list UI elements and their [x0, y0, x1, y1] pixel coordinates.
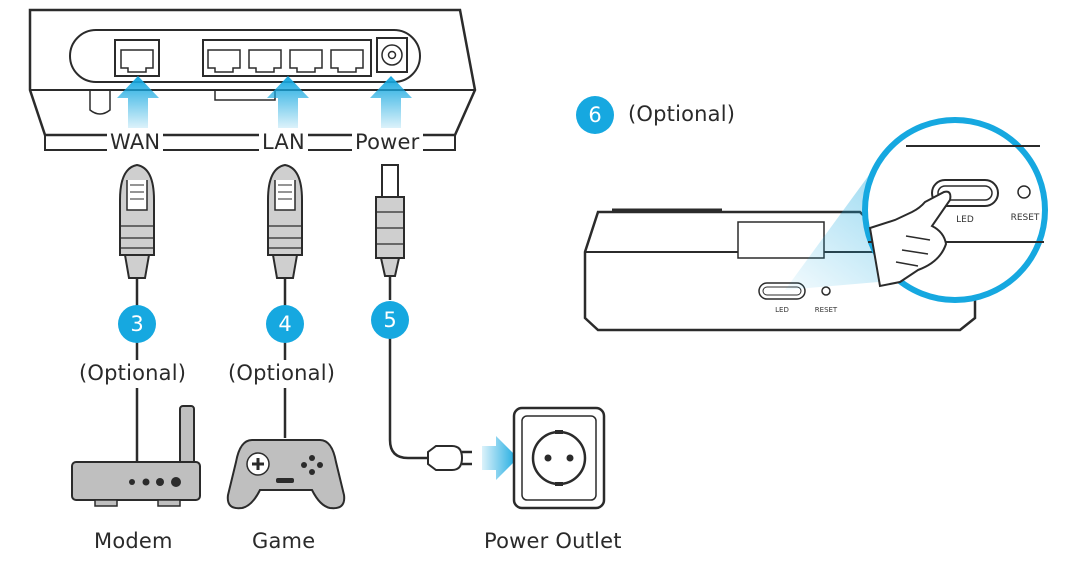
step-4-badge: 4: [266, 305, 304, 343]
modem-icon: [71, 405, 201, 507]
power-outlet-label: Power Outlet: [484, 529, 622, 553]
insert-arrows: [117, 76, 412, 128]
lan-cable: [267, 163, 303, 438]
game-controller-icon: [226, 439, 346, 510]
power-cable: [375, 164, 428, 460]
reset-label-zoom: RESET: [1011, 213, 1040, 223]
step-4-optional: (Optional): [228, 361, 336, 385]
wan-cable: [119, 163, 155, 462]
hand-icon: [868, 190, 952, 288]
step-6-optional: (Optional): [628, 102, 736, 126]
lan-label: LAN: [259, 130, 308, 154]
wan-label: WAN: [107, 130, 164, 154]
power-plug: [427, 436, 518, 480]
lan-ports: [202, 39, 372, 77]
step-5-badge: 5: [371, 301, 409, 339]
modem-label: Modem: [94, 529, 173, 553]
led-label-zoom: LED: [956, 215, 974, 225]
wan-port: [114, 39, 160, 77]
power-label: Power: [352, 130, 423, 154]
power-outlet-icon: [512, 406, 606, 510]
game-label: Game: [252, 529, 316, 553]
step-3-badge: 3: [118, 305, 156, 343]
router-back-panel: [28, 8, 477, 151]
power-port: [376, 37, 408, 73]
led-label-small: LED: [775, 306, 789, 314]
zoom-circle: LED RESET: [862, 117, 1048, 303]
step-3-optional: (Optional): [79, 361, 187, 385]
step-6-badge: 6: [576, 96, 614, 134]
reset-label-small: RESET: [815, 306, 838, 314]
